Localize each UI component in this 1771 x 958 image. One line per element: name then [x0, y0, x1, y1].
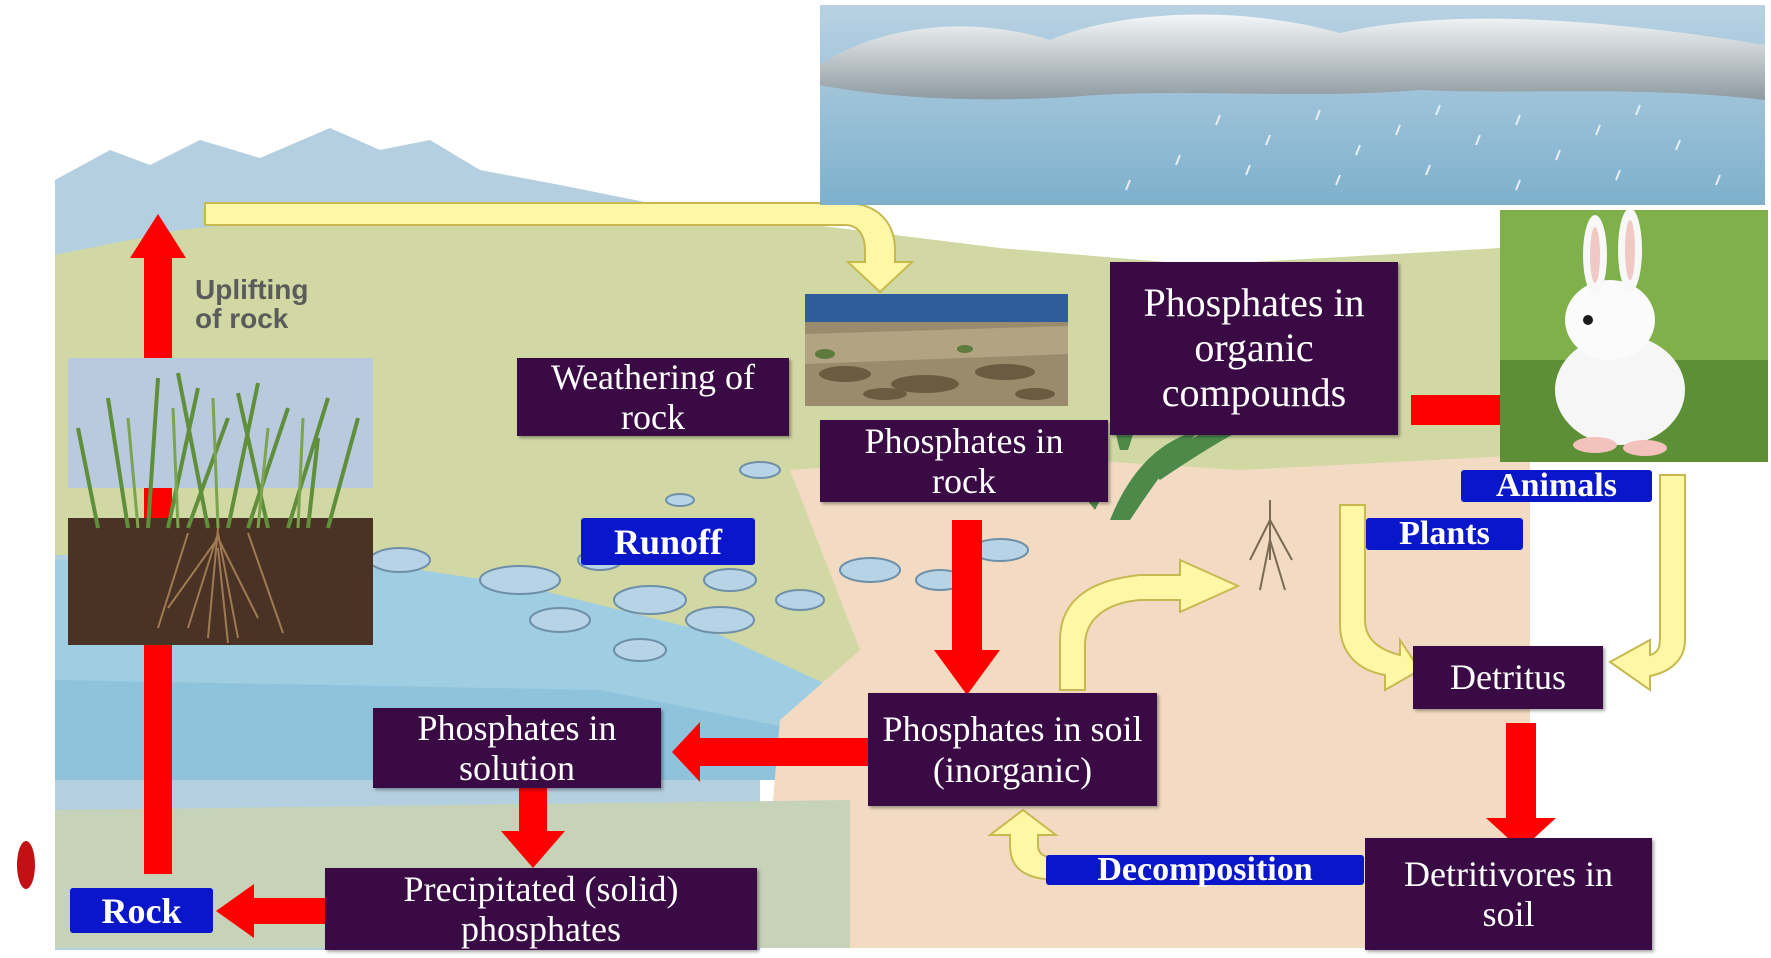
uplifting-label: Uplifting of rock	[195, 275, 309, 334]
phosphates-in-rock-box: Phosphates in rock	[820, 420, 1108, 502]
phosphates-in-solution-box: Phosphates in solution	[373, 708, 661, 788]
decomposition-tag: Decomposition	[1046, 855, 1364, 885]
detritus-box: Detritus	[1413, 646, 1603, 709]
precipitated-solid-phosphates-box: Precipitated (solid) phosphates	[325, 868, 757, 950]
rock-terrain-photo	[805, 294, 1068, 406]
plants-tag: Plants	[1366, 518, 1523, 550]
rain-cloud-photo	[820, 5, 1765, 205]
rock-tag: Rock	[70, 888, 213, 933]
runoff-tag: Runoff	[581, 518, 755, 565]
uplifting-label-line2: of rock	[195, 304, 309, 333]
uplifting-label-line1: Uplifting	[195, 275, 309, 304]
animals-tag: Animals	[1461, 470, 1652, 502]
white-rabbit-photo	[1500, 210, 1768, 462]
phosphates-in-soil-inorganic-box: Phosphates in soil (inorganic)	[868, 693, 1157, 806]
phosphates-in-organic-compounds-box: Phosphates in organic compounds	[1110, 262, 1398, 435]
grass-roots-photo	[68, 358, 373, 645]
weathering-of-rock-box: Weathering of rock	[517, 358, 789, 436]
detritivores-in-soil-box: Detritivores in soil	[1365, 838, 1652, 950]
